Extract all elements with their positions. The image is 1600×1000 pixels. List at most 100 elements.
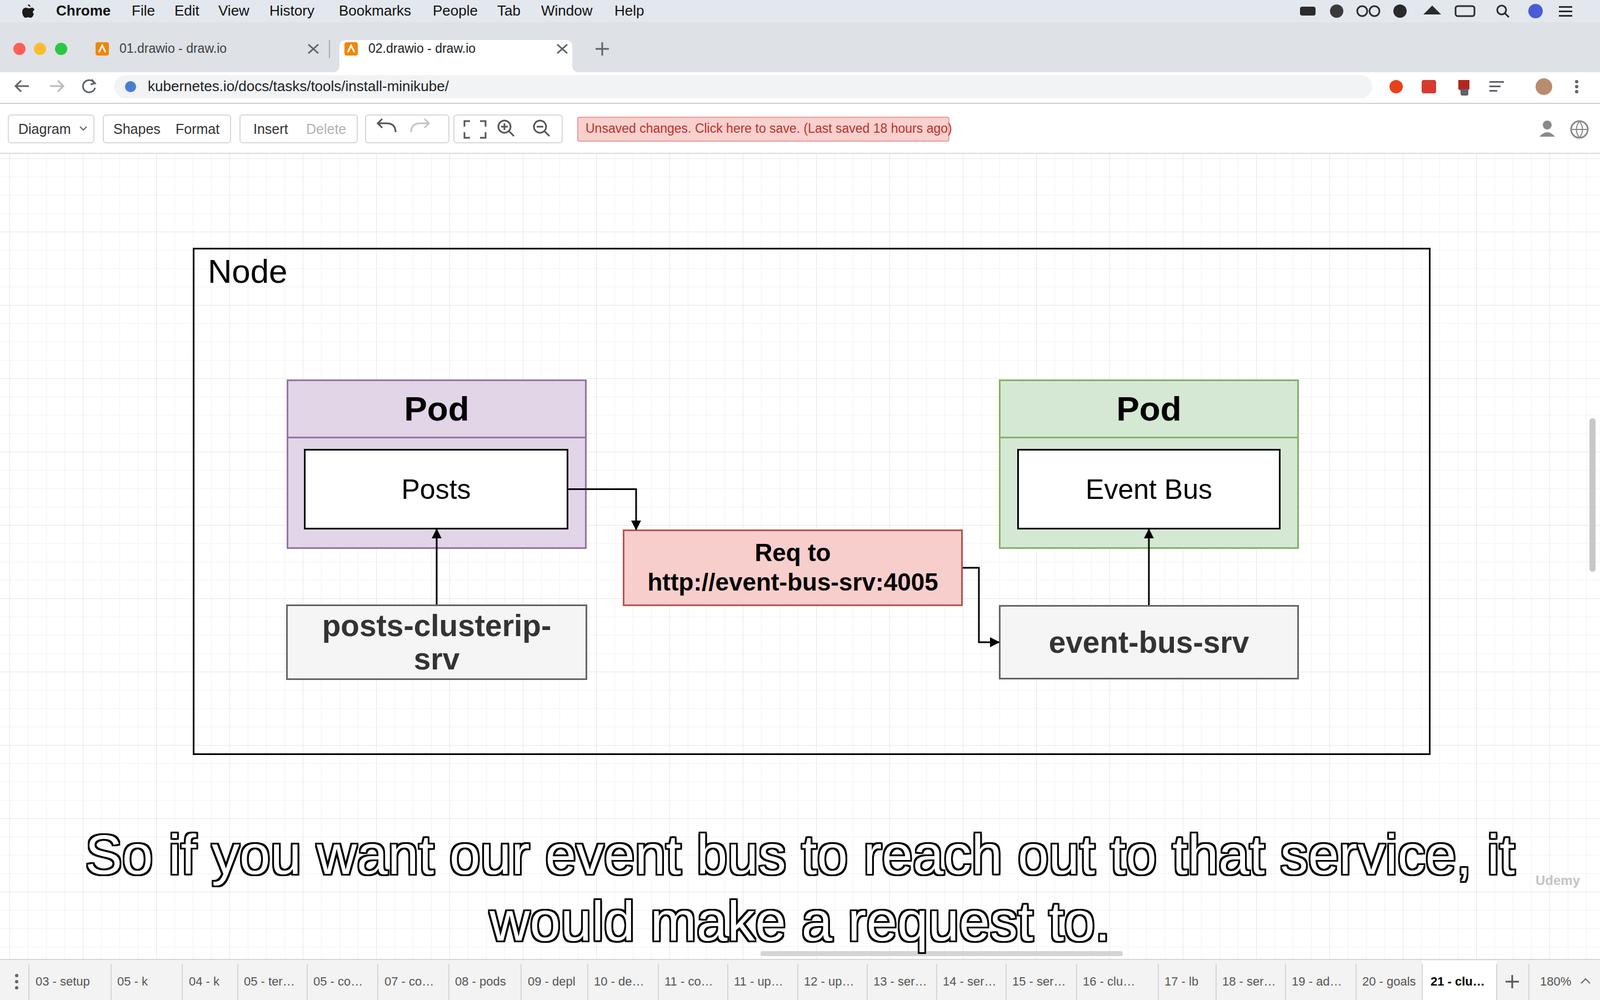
page-tab: 11 - up… bbox=[733, 974, 784, 989]
fit-icon bbox=[464, 121, 486, 138]
menu-item: Tab bbox=[497, 2, 521, 20]
menu-item: View bbox=[218, 2, 250, 20]
tab-favicon-mark bbox=[98, 45, 106, 53]
box-label: Req to http://event-bus-srv:4005 bbox=[632, 538, 953, 598]
subtitle: So if you want our event bus to reach ou… bbox=[77, 821, 1523, 955]
box-label: Posts bbox=[401, 472, 471, 507]
menu-item: Edit bbox=[174, 2, 200, 20]
page-tab: 05 - ter… bbox=[243, 974, 295, 989]
pod-header: Pod bbox=[288, 381, 585, 439]
back-button bbox=[15, 80, 29, 92]
menu-item: File bbox=[131, 2, 155, 20]
page-tab: 16 - clu… bbox=[1082, 974, 1135, 989]
page-tab: 14 - ser… bbox=[942, 974, 997, 989]
page-tab: 17 - lb bbox=[1164, 974, 1199, 989]
tab-favicon-mark bbox=[347, 45, 355, 53]
watermark: Udemy bbox=[1535, 872, 1580, 889]
vertical-scrollbar bbox=[1589, 418, 1596, 572]
menu-item: Help bbox=[614, 2, 644, 20]
zoom-light bbox=[55, 42, 68, 55]
forward-button bbox=[50, 80, 64, 92]
zoom-in-mark bbox=[501, 123, 514, 137]
toolbar-button: Insert bbox=[253, 120, 289, 138]
toolbar-button: Shapes bbox=[113, 120, 161, 138]
cluster-service: event-bus-srv bbox=[998, 605, 1299, 680]
pod-title: Pod bbox=[403, 388, 469, 430]
page-tab: 05 - k bbox=[117, 974, 148, 989]
connector bbox=[962, 567, 999, 643]
page-tab: 12 - up… bbox=[803, 974, 855, 989]
page-tab: 10 - de… bbox=[593, 974, 645, 989]
new-tab-plus bbox=[595, 42, 609, 56]
service-box: Event Bus bbox=[1017, 448, 1281, 530]
status-icons bbox=[1300, 3, 1573, 19]
zoom-out-mark bbox=[536, 126, 550, 137]
close-light bbox=[13, 42, 26, 55]
redo-icon bbox=[411, 118, 429, 133]
toolbar-button: Format bbox=[175, 120, 220, 138]
pod-header: Pod bbox=[1000, 381, 1298, 439]
active-page-tab bbox=[1422, 960, 1497, 1000]
connector bbox=[1148, 529, 1150, 605]
request-box: Req to http://event-bus-srv:4005 bbox=[622, 529, 963, 607]
drawio-toolbar bbox=[0, 103, 1600, 154]
dropdown-chevron bbox=[80, 126, 87, 130]
page-tab: 04 - k bbox=[188, 974, 220, 989]
tab-divider bbox=[328, 40, 330, 58]
zoom-chevron bbox=[1581, 978, 1590, 984]
page-menu-dots bbox=[15, 973, 19, 990]
tab-close bbox=[308, 44, 319, 54]
zoom-level: 180% bbox=[1540, 974, 1572, 989]
add-page-plus bbox=[1505, 975, 1519, 989]
connector bbox=[436, 529, 438, 605]
node-title: Node bbox=[207, 251, 288, 292]
toolbar-groups bbox=[8, 115, 563, 143]
page-tab: 18 - ser… bbox=[1222, 974, 1277, 989]
pod-container: PodPosts bbox=[286, 379, 587, 549]
minimize-light bbox=[33, 42, 47, 55]
service-box: Posts bbox=[303, 448, 569, 530]
app-menu: Chrome bbox=[56, 2, 111, 20]
menu-bar bbox=[0, 0, 1600, 23]
page-tab: 20 - goals bbox=[1362, 974, 1417, 989]
menu-item: Bookmarks bbox=[338, 2, 412, 20]
tab-close bbox=[557, 44, 568, 54]
page-tab-bar bbox=[0, 959, 1600, 1000]
page-tab: 13 - ser… bbox=[873, 974, 928, 989]
toolbar-button: Delete bbox=[306, 120, 347, 138]
address-row bbox=[0, 72, 1600, 104]
node-boundary: NodePodPostsPodEvent BusReq to http://ev… bbox=[192, 247, 1431, 755]
page-tab: 21 - clu… bbox=[1430, 974, 1485, 989]
toolbar-button: Diagram bbox=[18, 120, 71, 138]
toolbar-border bbox=[0, 152, 1600, 154]
address-bar bbox=[114, 75, 1373, 99]
reload-arrow bbox=[90, 79, 95, 85]
tab-title: 02.drawio - draw.io bbox=[368, 41, 476, 57]
cluster-service: posts-clusterip-srv bbox=[286, 604, 588, 680]
page-tab: 09 - depl bbox=[527, 974, 576, 989]
page-tab: 11 - co… bbox=[664, 974, 714, 989]
pod-title: Pod bbox=[1116, 388, 1182, 430]
tab-favicon bbox=[344, 42, 358, 56]
site-icon bbox=[125, 81, 137, 93]
page-tab: 05 - co… bbox=[313, 974, 363, 989]
tab-strip bbox=[0, 22, 1600, 73]
page-tab: 19 - ad… bbox=[1291, 974, 1343, 989]
page-tab-border bbox=[0, 958, 1600, 960]
page-tab-dividers bbox=[28, 963, 1529, 1000]
menu-item: Window bbox=[541, 2, 593, 20]
apple-logo bbox=[22, 4, 35, 18]
user-icons bbox=[1539, 120, 1588, 138]
box-label: event-bus-srv bbox=[1048, 625, 1250, 660]
page-tab: 07 - co… bbox=[384, 974, 434, 989]
page-tab: 15 - ser… bbox=[1012, 974, 1067, 989]
tab-title: 01.drawio - draw.io bbox=[119, 41, 227, 57]
menu-item: History bbox=[269, 2, 315, 20]
box-label: Event Bus bbox=[1085, 472, 1213, 507]
active-tab bbox=[332, 40, 579, 73]
menu-item: People bbox=[432, 2, 478, 20]
pod-container: PodEvent Bus bbox=[998, 379, 1299, 549]
tab-favicon bbox=[95, 42, 109, 56]
page-tab: 08 - pods bbox=[455, 974, 507, 989]
